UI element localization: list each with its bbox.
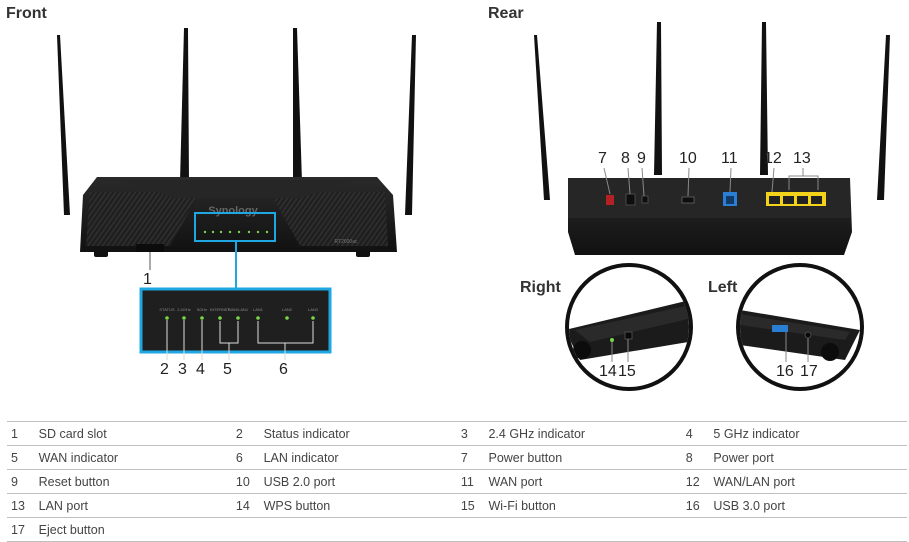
legend-number: 15 bbox=[456, 493, 489, 518]
callout-12: 12 bbox=[764, 150, 782, 167]
left-side-detail bbox=[736, 263, 864, 391]
legend-label bbox=[263, 517, 457, 542]
legend-label bbox=[713, 517, 907, 542]
legend-number: 16 bbox=[681, 493, 714, 518]
led-label-wanlan: WAN/LAN1 bbox=[228, 307, 249, 312]
legend-label: Eject button bbox=[38, 517, 232, 542]
left-title: Left bbox=[708, 279, 738, 296]
callout-17: 17 bbox=[800, 363, 818, 380]
callout-11: 11 bbox=[721, 150, 738, 167]
brand-label: Synology bbox=[208, 205, 258, 217]
led-label-lan1: LAN1 bbox=[253, 307, 264, 312]
front-title: Front bbox=[6, 5, 47, 22]
legend-number: 5 bbox=[7, 445, 39, 470]
legend-number: 3 bbox=[456, 421, 489, 446]
callout-14: 14 bbox=[599, 363, 617, 380]
legend-number bbox=[456, 517, 489, 542]
legend-number: 8 bbox=[681, 445, 714, 470]
callout-16: 16 bbox=[776, 363, 794, 380]
legend-number: 14 bbox=[231, 493, 264, 518]
legend-label: USB 2.0 port bbox=[263, 469, 457, 494]
callout-15: 15 bbox=[618, 363, 636, 380]
legend-number: 7 bbox=[456, 445, 489, 470]
led-label-lan2: LAN2 bbox=[282, 307, 293, 312]
legend-number bbox=[231, 517, 264, 542]
legend-label: SD card slot bbox=[38, 421, 232, 446]
legend-number: 2 bbox=[231, 421, 264, 446]
legend-number: 17 bbox=[7, 517, 39, 542]
legend-label: 5 GHz indicator bbox=[713, 421, 907, 446]
rear-title: Rear bbox=[488, 5, 524, 22]
legend-label: WAN indicator bbox=[38, 445, 232, 470]
legend-label: WPS button bbox=[263, 493, 457, 518]
legend-label: Status indicator bbox=[263, 421, 457, 446]
legend-number: 4 bbox=[681, 421, 714, 446]
legend-number: 6 bbox=[231, 445, 264, 470]
legend-number: 9 bbox=[7, 469, 39, 494]
led-label-lan3: LAN3 bbox=[308, 307, 319, 312]
legend-number: 12 bbox=[681, 469, 714, 494]
legend-label: 2.4 GHz indicator bbox=[488, 421, 682, 446]
legend-label bbox=[488, 517, 682, 542]
callout-5: 5 bbox=[223, 361, 232, 378]
led-label-internet: INTERNET bbox=[210, 307, 231, 312]
router-illustrations: Synology RT2600ac STATUS 2.4GHz 5GHz INT… bbox=[57, 22, 890, 391]
callout-10: 10 bbox=[679, 150, 697, 167]
led-label-24ghz: 2.4GHz bbox=[177, 307, 191, 312]
callout-4: 4 bbox=[196, 361, 205, 378]
callout-3: 3 bbox=[178, 361, 187, 378]
legend-label: WAN/LAN port bbox=[713, 469, 907, 494]
legend-label: Power button bbox=[488, 445, 682, 470]
legend-label: Reset button bbox=[38, 469, 232, 494]
model-label: RT2600ac bbox=[335, 239, 358, 245]
legend-number: 10 bbox=[231, 469, 264, 494]
legend-label: Power port bbox=[713, 445, 907, 470]
callout-6: 6 bbox=[279, 361, 288, 378]
front-router: Synology RT2600ac bbox=[57, 28, 416, 290]
callout-8: 8 bbox=[621, 150, 630, 167]
callout-9: 9 bbox=[637, 150, 646, 167]
legend-label: WAN port bbox=[488, 469, 682, 494]
legend-number: 11 bbox=[456, 469, 489, 494]
rear-router bbox=[534, 22, 890, 255]
led-label-5ghz: 5GHz bbox=[197, 307, 207, 312]
callout-2: 2 bbox=[160, 361, 169, 378]
legend-label: LAN indicator bbox=[263, 445, 457, 470]
legend-number: 1 bbox=[7, 421, 39, 446]
callout-13: 13 bbox=[793, 150, 811, 167]
led-label-status: STATUS bbox=[159, 307, 175, 312]
legend-label: Wi-Fi button bbox=[488, 493, 682, 518]
callout-1: 1 bbox=[143, 271, 152, 288]
legend-label: LAN port bbox=[38, 493, 232, 518]
legend-number bbox=[681, 517, 714, 542]
led-zoom-box: STATUS 2.4GHz 5GHz INTERNET WAN/LAN1 LAN… bbox=[139, 287, 332, 360]
legend-number: 13 bbox=[7, 493, 39, 518]
callout-7: 7 bbox=[598, 150, 607, 167]
right-side-detail bbox=[565, 263, 693, 391]
right-title: Right bbox=[520, 279, 561, 296]
legend-label: USB 3.0 port bbox=[713, 493, 907, 518]
